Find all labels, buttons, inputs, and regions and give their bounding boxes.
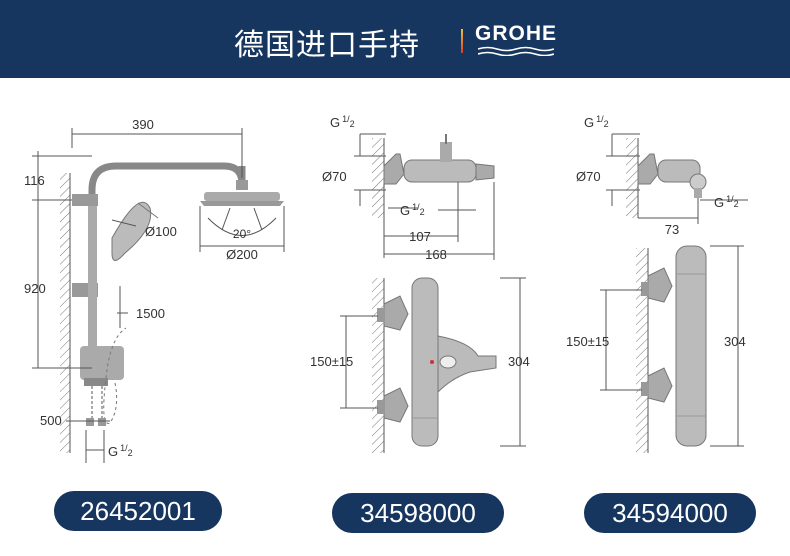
mid-spacing: 150±15 [310,354,353,369]
dim-head-angle: 20° [233,227,251,241]
mid-diameter: Ø70 [322,169,347,184]
bracket-top [72,194,98,206]
wave-icon [478,46,554,56]
thermostat-body [80,346,124,380]
dim-bar-height: 920 [24,281,46,296]
right-top-body [657,159,701,183]
banner-divider [461,29,463,53]
dim-hand-shower: Ø100 [145,224,177,239]
product-code-3: 34594000 [584,493,756,533]
head-connector [236,180,248,190]
right-diameter: Ø70 [576,169,601,184]
dim-bottom-length: 500 [40,413,62,428]
product-code-1: 26452001 [54,491,222,531]
shower-bar [88,206,97,366]
brand-name: GROHE [474,22,557,45]
shower-head [200,201,284,206]
top-view-eccentric [383,153,405,185]
right-spacing: 150±15 [566,334,609,349]
dim-top-height: 116 [24,173,45,188]
dim-hose-length: 1500 [136,306,165,321]
product-code-2: 34598000 [332,493,504,533]
mid-height: 304 [508,354,530,369]
top-view-body [403,159,477,183]
front-view-body [411,277,439,447]
dim-width: 390 [132,117,154,132]
mid-dim-107: 107 [409,229,431,244]
right-dim-73: 73 [665,222,679,237]
mid-dim-168: 168 [425,247,447,262]
banner-title: 德国进口手持 [234,28,420,63]
front-view-spout [437,335,497,394]
header-banner: 德国进口手持 GROHE [0,0,790,78]
dim-head-diameter: Ø200 [226,247,258,262]
grohe-logo: GROHE [474,22,558,58]
hand-shower [111,201,152,261]
wall-hatch [60,173,70,453]
right-height: 304 [724,334,746,349]
right-front-body [675,245,707,447]
